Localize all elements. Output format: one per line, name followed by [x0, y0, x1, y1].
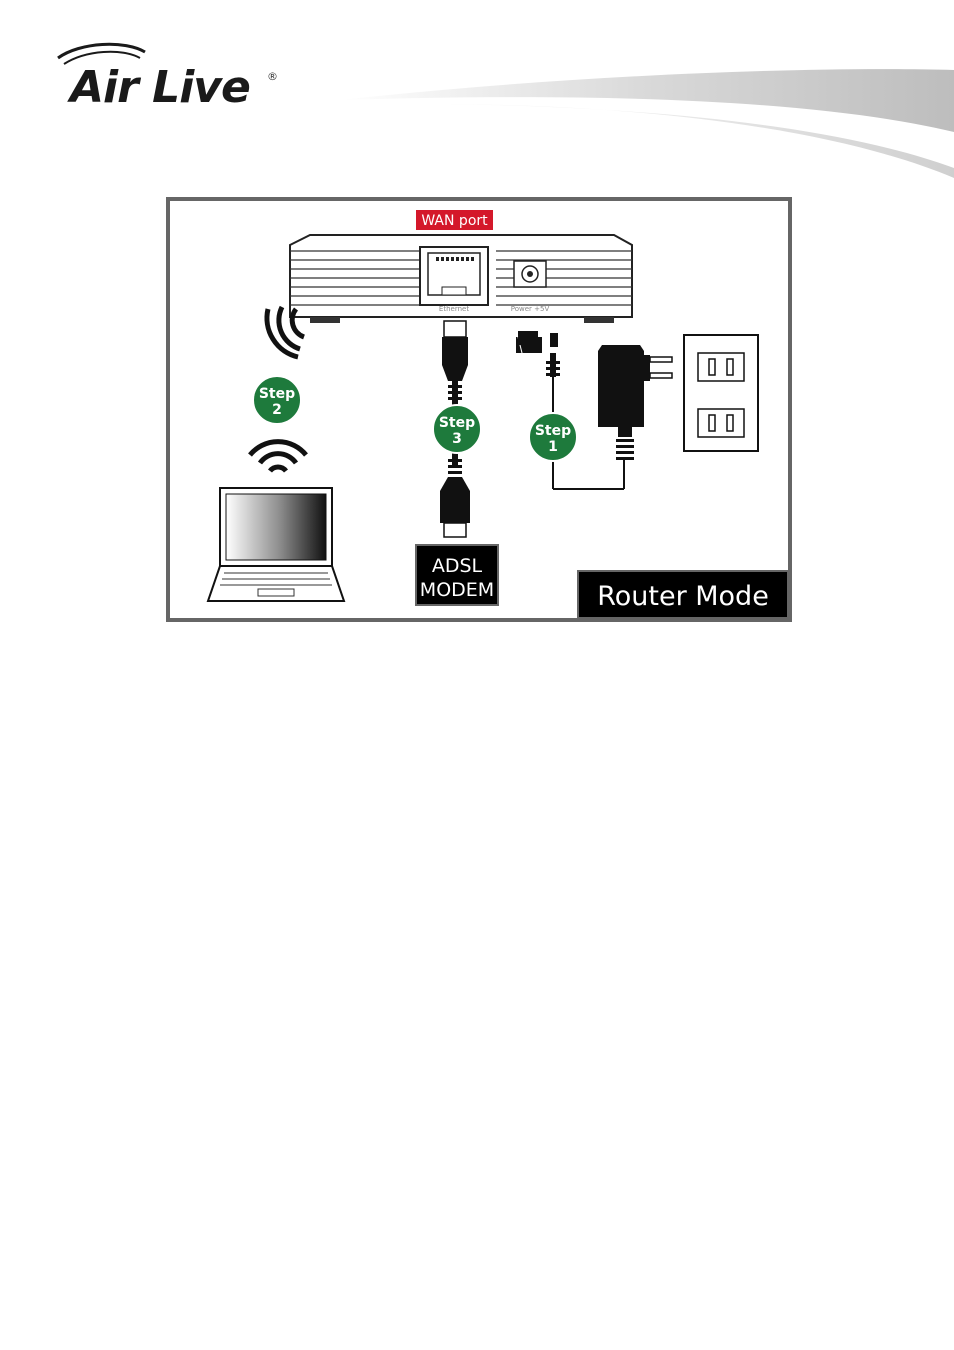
step-1-badge: Step 1 [528, 412, 578, 462]
page-header: Air Live ® [0, 0, 954, 190]
power-label: Power +5V [511, 305, 550, 313]
step-2-word: Step [259, 386, 295, 402]
power-adapter-icon [598, 345, 673, 460]
step-3-badge: Step 3 [432, 404, 482, 454]
wifi-signal-icon [248, 439, 308, 473]
mode-title-box [577, 570, 789, 619]
header-swoosh-graphic [57, 42, 954, 178]
step-3-word: Step [439, 415, 475, 431]
mode-title: Router Mode [597, 581, 769, 612]
ethernet-label: Ethernet [439, 305, 469, 313]
modem-label-line2: MODEM [420, 579, 494, 601]
registered-mark: ® [267, 70, 278, 83]
ethernet-cable-icon [440, 320, 470, 538]
router-mode-diagram: Ethernet Power +5V WAN port Step 2 [166, 197, 792, 622]
power-jack-icon [513, 260, 547, 288]
ethernet-port-icon [419, 246, 489, 306]
wall-outlet-icon [683, 334, 759, 452]
step-1-word: Step [535, 423, 571, 439]
modem-label-line1: ADSL [432, 555, 483, 577]
step-2-badge: Step 2 [252, 375, 302, 425]
wireless-signal-icon [264, 305, 306, 360]
step-2-number: 2 [272, 402, 282, 418]
adsl-modem-box [415, 544, 499, 606]
brand-logo: Air Live [70, 62, 251, 113]
wan-port-badge [416, 210, 493, 230]
laptop-icon [206, 487, 346, 602]
logo-arc-icon [57, 42, 146, 65]
step-3-number: 3 [452, 431, 462, 447]
step-1-number: 1 [548, 439, 558, 455]
wan-port-label: WAN port [421, 213, 488, 229]
